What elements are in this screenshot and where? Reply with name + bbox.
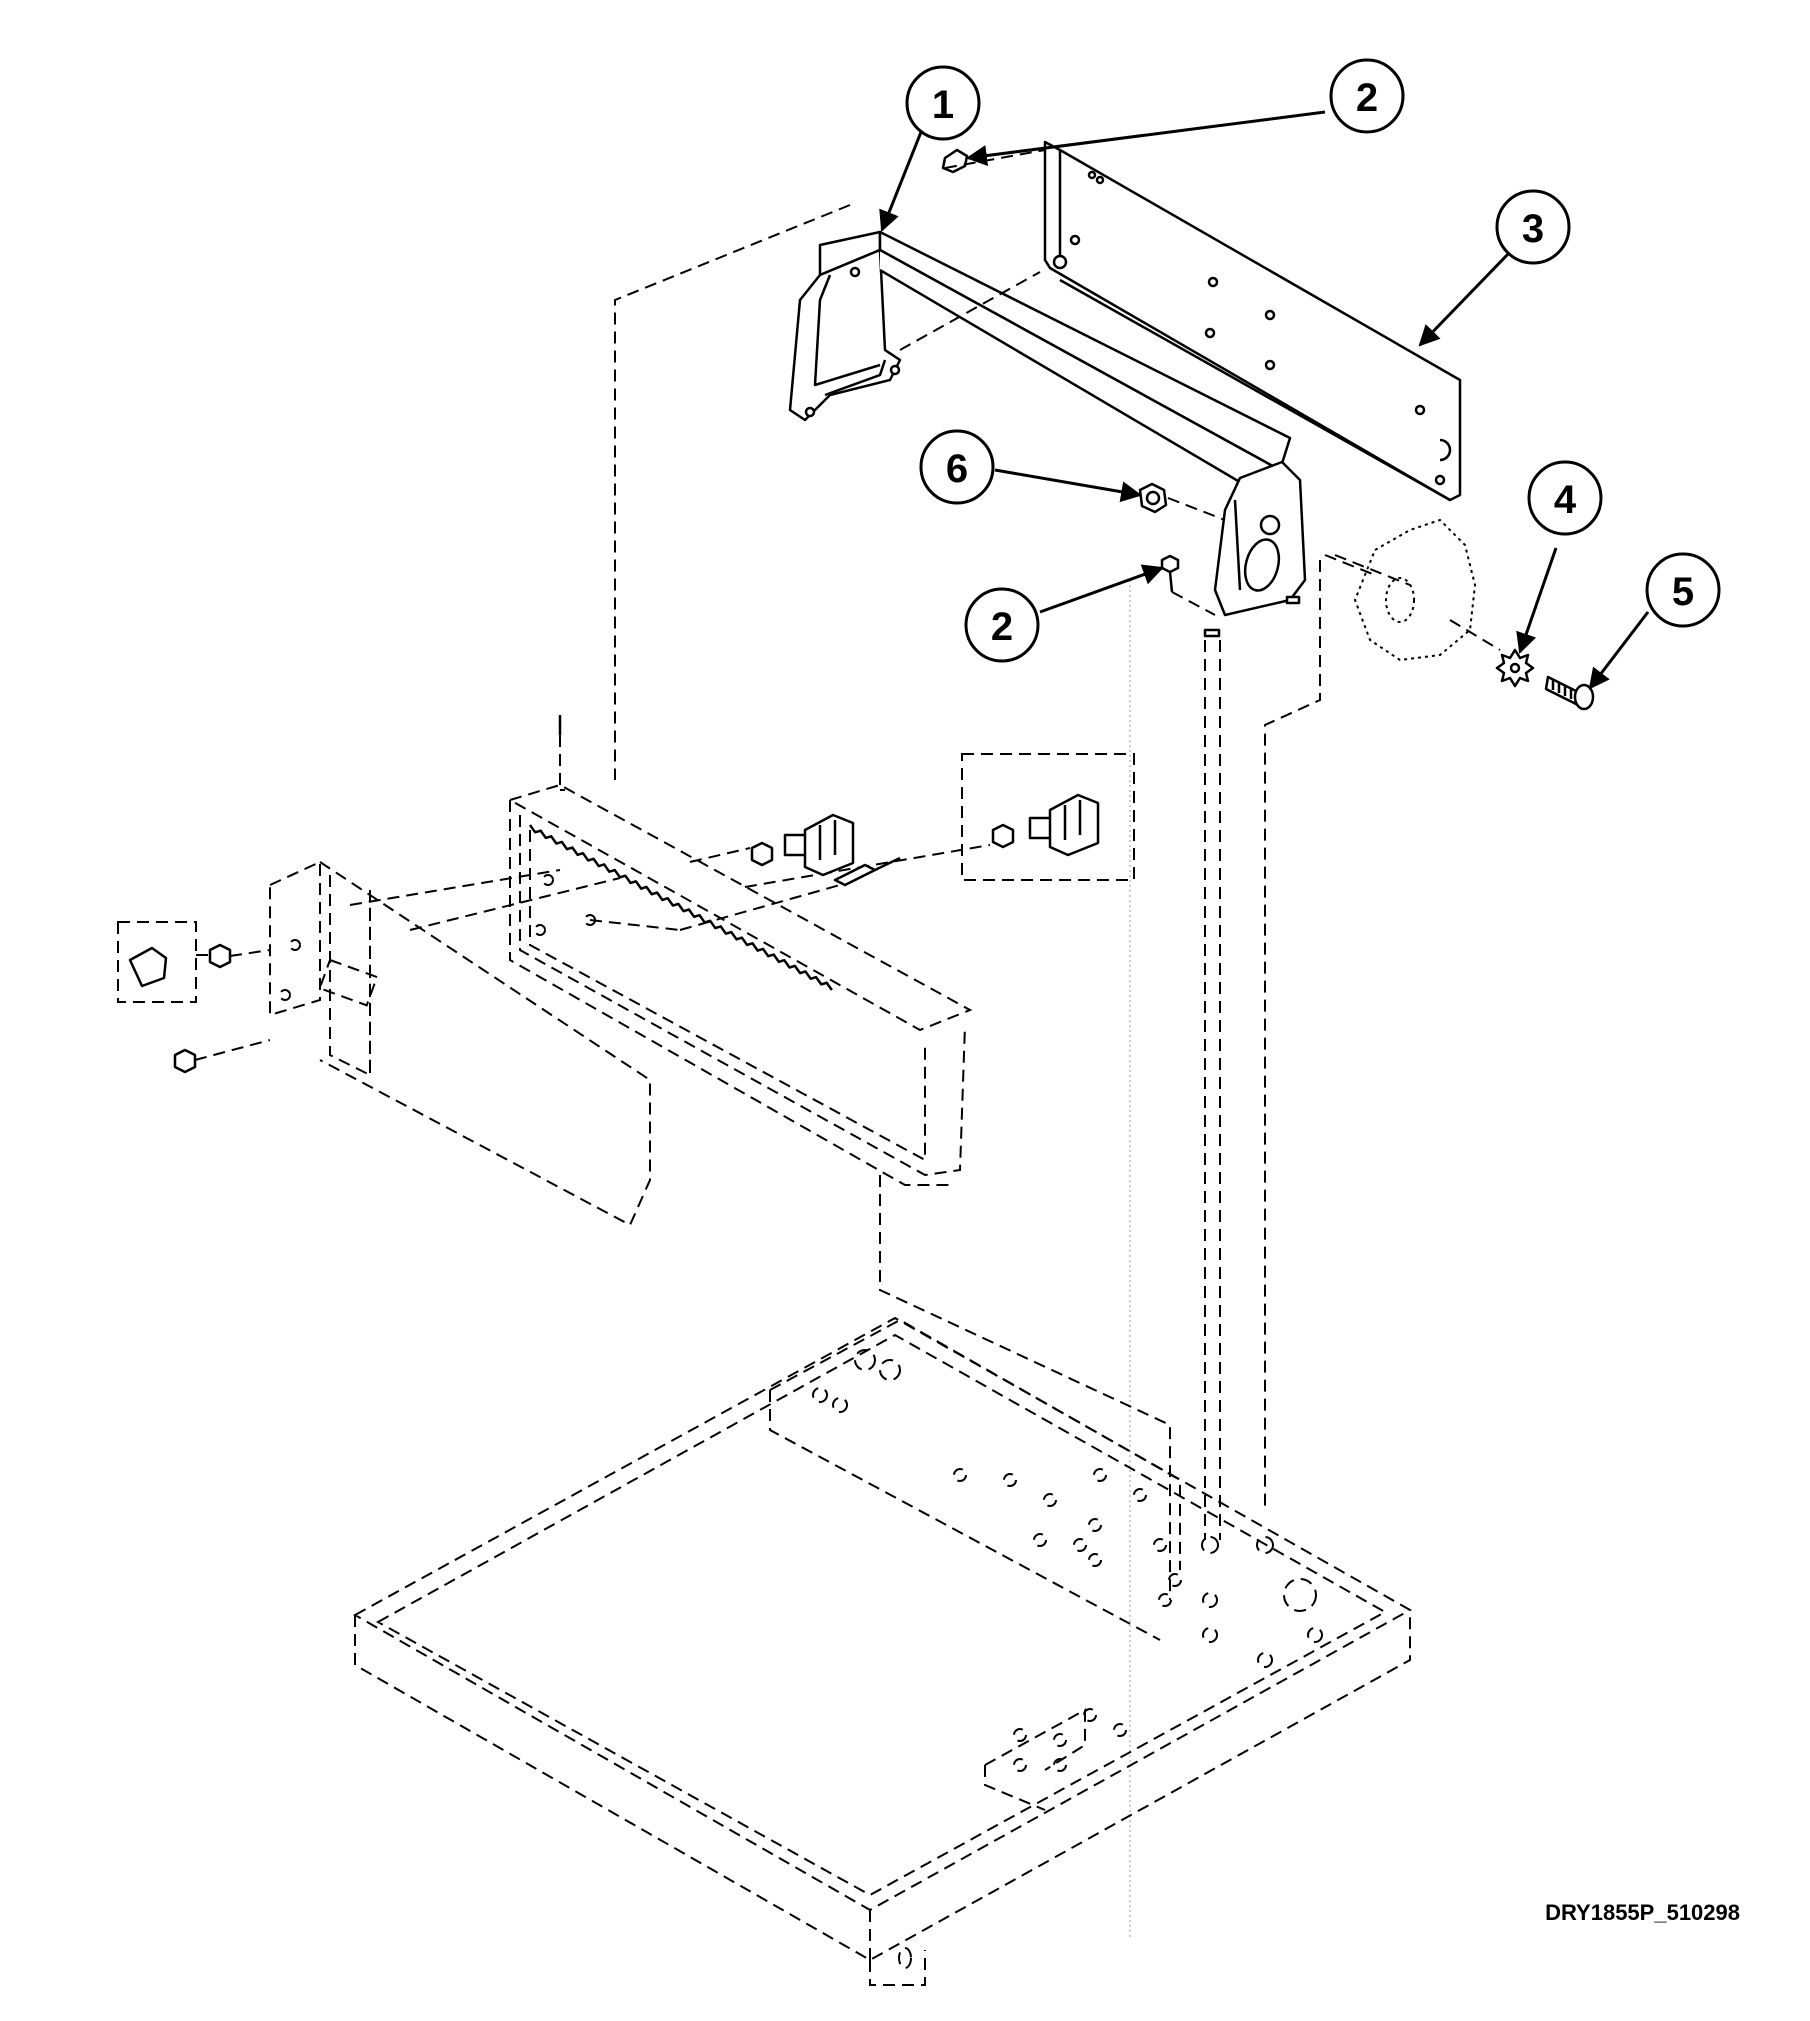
callout-5-label: 5 bbox=[1672, 570, 1694, 614]
callout-5[interactable]: 5 bbox=[1645, 552, 1721, 628]
control-panel-assembly bbox=[507, 715, 973, 1186]
part-3-back-plate bbox=[1043, 140, 1462, 502]
overlay-panel bbox=[117, 860, 651, 1227]
drawing-id: DRY1855P_510298 bbox=[1545, 1900, 1740, 1925]
base-assembly bbox=[352, 1316, 1413, 1986]
part-5-bolt bbox=[1544, 675, 1595, 711]
thermostat-sensor bbox=[833, 856, 901, 887]
callout-2-lower-leader bbox=[1039, 564, 1164, 614]
callout-2-lower[interactable]: 2 bbox=[964, 587, 1040, 663]
callout-4-leader bbox=[1516, 547, 1558, 654]
part-2-screw-top bbox=[941, 148, 1046, 174]
part-6-nut bbox=[1138, 482, 1226, 521]
callout-2-top[interactable]: 2 bbox=[1329, 58, 1405, 134]
callout-3-label: 3 bbox=[1522, 207, 1544, 251]
switch-connections bbox=[349, 844, 991, 931]
callout-5-leader bbox=[1588, 611, 1650, 690]
callout-6-leader bbox=[994, 468, 1143, 503]
cabinet-outline bbox=[614, 204, 1411, 1600]
switch-right-box bbox=[961, 753, 1135, 881]
callout-1-leader bbox=[879, 121, 927, 232]
part-1-console-bracket bbox=[788, 230, 1307, 638]
callout-3-leader bbox=[1418, 250, 1512, 347]
plate-attach-line bbox=[899, 271, 1041, 351]
part-2-screw-lower bbox=[1160, 554, 1216, 616]
switch-center bbox=[750, 813, 855, 877]
callout-2-top-label: 2 bbox=[1356, 76, 1378, 120]
callout-1-label: 1 bbox=[932, 83, 954, 127]
callout-2-lower-label: 2 bbox=[991, 605, 1013, 649]
callout-4[interactable]: 4 bbox=[1527, 460, 1603, 536]
callout-6[interactable]: 6 bbox=[919, 429, 995, 505]
callout-6-label: 6 bbox=[946, 447, 968, 491]
hinge-bracket bbox=[1324, 518, 1501, 662]
callout-1[interactable]: 1 bbox=[905, 65, 981, 141]
callout-3[interactable]: 3 bbox=[1495, 189, 1571, 265]
part-4-star-washer bbox=[1495, 648, 1535, 688]
callout-4-label: 4 bbox=[1554, 478, 1577, 522]
callout-2-top-leader bbox=[965, 110, 1326, 166]
